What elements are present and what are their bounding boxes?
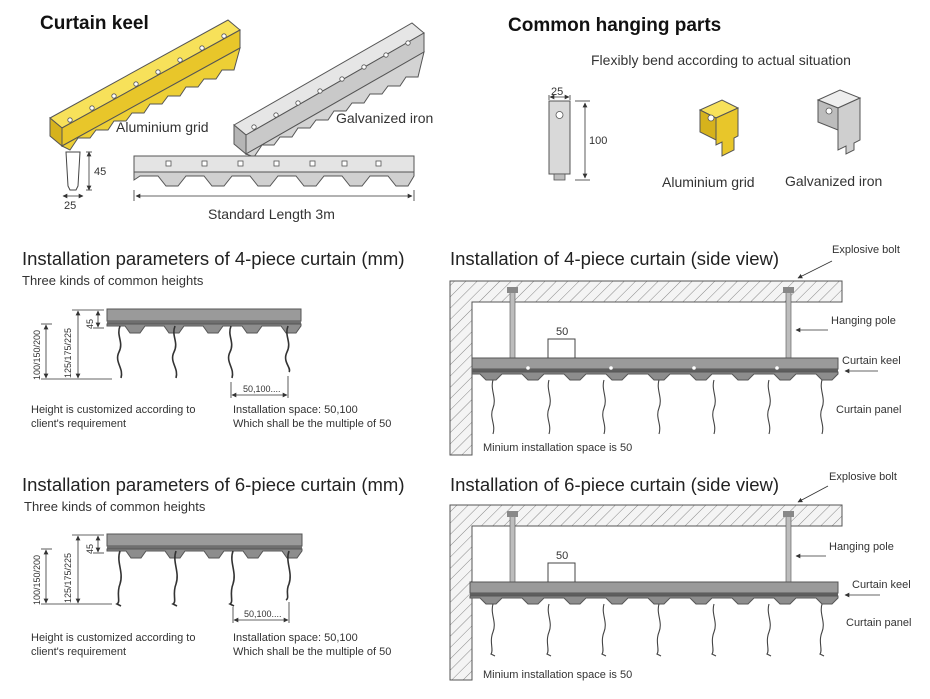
param6-title: Installation parameters of 6-piece curta… bbox=[22, 474, 405, 495]
keel-profile-section bbox=[62, 151, 92, 199]
hanging-title: Common hanging parts bbox=[508, 15, 722, 36]
param4-note-left-2: client's requirement bbox=[31, 418, 127, 430]
side6-min-space: Minium installation space is 50 bbox=[483, 669, 633, 681]
hanging-dim-width: 25 bbox=[551, 86, 564, 98]
keel-standard-length: Standard Length 3m bbox=[208, 206, 335, 222]
hanging-part-front-view bbox=[548, 94, 590, 181]
param4-dim-panel: 125/175/225 bbox=[63, 327, 73, 378]
side6-drawing bbox=[449, 485, 880, 681]
hanging-part-galvanized bbox=[816, 89, 862, 155]
param6-note-right-1: Installation space: 50,100 bbox=[233, 632, 358, 644]
side6-dim-50: 50 bbox=[556, 550, 569, 562]
param4-note-left-1: Height is customized according to bbox=[31, 404, 196, 416]
side4-curtain-keel: Curtain keel bbox=[842, 355, 901, 367]
param4-title: Installation parameters of 4-piece curta… bbox=[22, 248, 405, 269]
side6-explosive-bolt: Explosive bolt bbox=[829, 471, 897, 483]
side6-hanging-pole: Hanging pole bbox=[829, 541, 894, 553]
param4-note-right-1: Installation space: 50,100 bbox=[233, 404, 358, 416]
keel-aluminium-label: Aluminium grid bbox=[116, 119, 209, 135]
hanging-subtitle: Flexibly bend according to actual situat… bbox=[591, 52, 851, 68]
param4-dim-space: 50,100.... bbox=[243, 384, 281, 394]
param4-subtitle: Three kinds of common heights bbox=[22, 273, 204, 288]
hanging-part-aluminium bbox=[698, 99, 740, 157]
side6-curtain-panel: Curtain panel bbox=[846, 617, 912, 629]
side4-dim-50: 50 bbox=[556, 326, 569, 338]
side4-title: Installation of 4-piece curtain (side vi… bbox=[450, 248, 780, 269]
side6-title: Installation of 6-piece curtain (side vi… bbox=[450, 474, 780, 495]
keel-title: Curtain keel bbox=[40, 13, 149, 34]
param6-dim-total: 100/150/200 bbox=[32, 554, 42, 605]
param6-subtitle: Three kinds of common heights bbox=[24, 499, 206, 514]
param6-drawing bbox=[41, 533, 303, 623]
param6-dim-keel: 45 bbox=[85, 543, 95, 554]
param6-dim-space: 50,100.... bbox=[244, 609, 282, 619]
side4-explosive-bolt: Explosive bolt bbox=[832, 244, 900, 256]
param4-dim-keel: 45 bbox=[85, 318, 95, 329]
aluminium-keel-illustration bbox=[49, 19, 241, 151]
keel-dim-height: 45 bbox=[94, 166, 107, 178]
param4-note-right-2: Which shall be the multiple of 50 bbox=[233, 418, 392, 430]
side4-curtain-panel: Curtain panel bbox=[836, 404, 902, 416]
keel-dim-width: 25 bbox=[64, 200, 77, 212]
keel-galvanized-label: Galvanized iron bbox=[336, 110, 434, 126]
hanging-dim-height: 100 bbox=[589, 135, 608, 147]
param4-dim-total: 100/150/200 bbox=[32, 329, 42, 380]
side4-min-space: Minium installation space is 50 bbox=[483, 442, 633, 454]
param6-note-right-2: Which shall be the multiple of 50 bbox=[233, 646, 392, 658]
param6-dim-panel: 125/175/225 bbox=[63, 552, 73, 603]
param6-note-left-1: Height is customized according to bbox=[31, 632, 196, 644]
param6-note-left-2: client's requirement bbox=[31, 646, 127, 658]
keel-side-elevation bbox=[133, 155, 415, 201]
galvanized-keel-illustration bbox=[233, 22, 425, 158]
side4-drawing bbox=[449, 260, 878, 456]
hanging-galvanized-label: Galvanized iron bbox=[785, 173, 883, 189]
side4-hanging-pole: Hanging pole bbox=[831, 315, 896, 327]
param4-drawing bbox=[41, 308, 302, 398]
hanging-aluminium-label: Aluminium grid bbox=[662, 174, 755, 190]
side6-curtain-keel: Curtain keel bbox=[852, 579, 911, 591]
